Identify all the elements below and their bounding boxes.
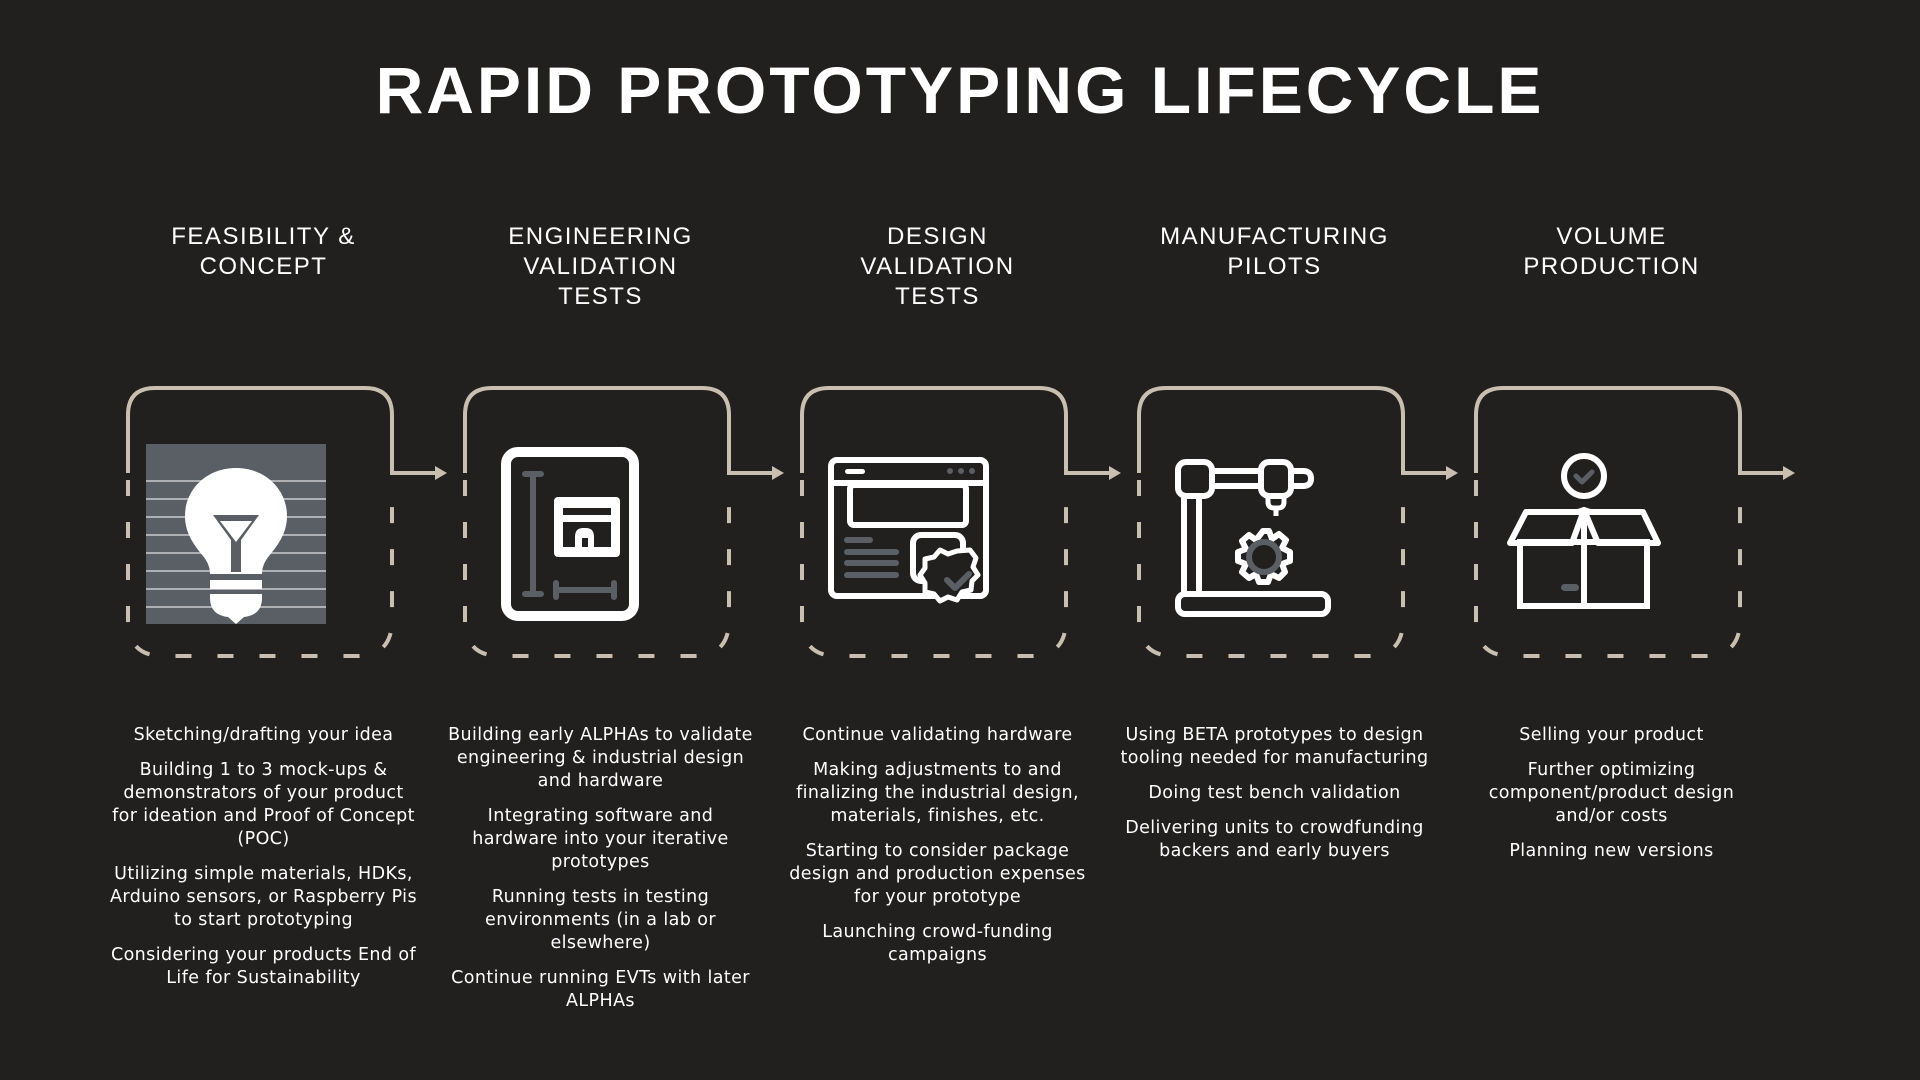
list-item: Launching crowd-funding campaigns [822,922,1053,965]
stage-description-list: Using BETA prototypes to design tooling … [1106,724,1443,875]
flow-arrow-frame [1474,386,1795,658]
stage-title: VOLUME PRODUCTION [1523,223,1700,280]
list-item: Continue validating hardware [802,725,1073,745]
page-title: RAPID PROTOTYPING LIFECYCLE [375,53,1545,127]
stage-volume-production: VOLUME PRODUCTION Selling your product F… [1443,0,1795,1080]
list-item: Further optimizing component/product des… [1488,760,1735,826]
list-item: Making adjustments to and finalizing the… [796,760,1079,826]
list-item: Delivering units to crowdfunding backers… [1125,818,1424,861]
flow-arrow-frame [126,386,447,658]
list-item: Building early ALPHAs to validate engine… [448,725,753,791]
list-item: Planning new versions [1509,841,1714,861]
stage-title: DESIGN VALIDATION TESTS [860,223,1015,310]
list-item: Sketching/drafting your idea [133,725,394,745]
flow-arrow-frame [463,386,784,658]
stage-title: MANUFACTURING PILOTS [1160,223,1389,280]
flow-arrow-frame [800,386,1121,658]
stage-frame [769,380,1121,670]
stage-design-validation: DESIGN VALIDATION TESTS [769,0,1121,1080]
stage-engineering-validation: ENGINEERING VALIDATION TESTS [432,0,784,1080]
list-item: Utilizing simple materials, HDKs, Arduin… [110,864,417,930]
list-item: Using BETA prototypes to design tooling … [1120,725,1429,768]
stage-description-list: Continue validating hardware Making adju… [769,724,1106,979]
blueprint-icon [477,430,667,621]
stage-title: FEASIBILITY & CONCEPT [171,223,356,280]
web-design-check-icon [814,430,1004,620]
stage-description-list: Sketching/drafting your idea Building 1 … [95,724,432,1002]
open-box-check-icon [1488,430,1678,620]
list-item: Doing test bench validation [1148,783,1401,803]
list-item: Starting to consider package design and … [789,841,1086,907]
list-item: Selling your product [1519,725,1704,745]
stage-description-list: Selling your product Further optimizing … [1443,724,1780,875]
list-item: Building 1 to 3 mock-ups & demonstrators… [112,760,415,849]
stage-feasibility-concept: FEASIBILITY & CONCEPT [95,0,447,1080]
stage-title: ENGINEERING VALIDATION TESTS [508,223,693,310]
flow-arrow-frame [1137,386,1458,658]
list-item: Considering your products End of Life fo… [110,945,417,988]
stage-description-list: Building early ALPHAs to validate engine… [432,724,769,1025]
stage-frame [432,380,784,670]
robotic-arm-gear-icon [1151,430,1341,620]
list-item: Continue running EVTs with later ALPHAs [451,968,750,1011]
stage-frame [1106,380,1458,670]
stage-manufacturing-pilots: MANUFACTURING PILOTS Using BETA prototyp… [1106,0,1458,1080]
stage-frame [1443,380,1795,670]
list-item: Integrating software and hardware into y… [472,806,729,872]
lightbulb-icon [140,430,330,624]
list-item: Running tests in testing environments (i… [485,887,716,953]
stage-frame [95,380,447,670]
